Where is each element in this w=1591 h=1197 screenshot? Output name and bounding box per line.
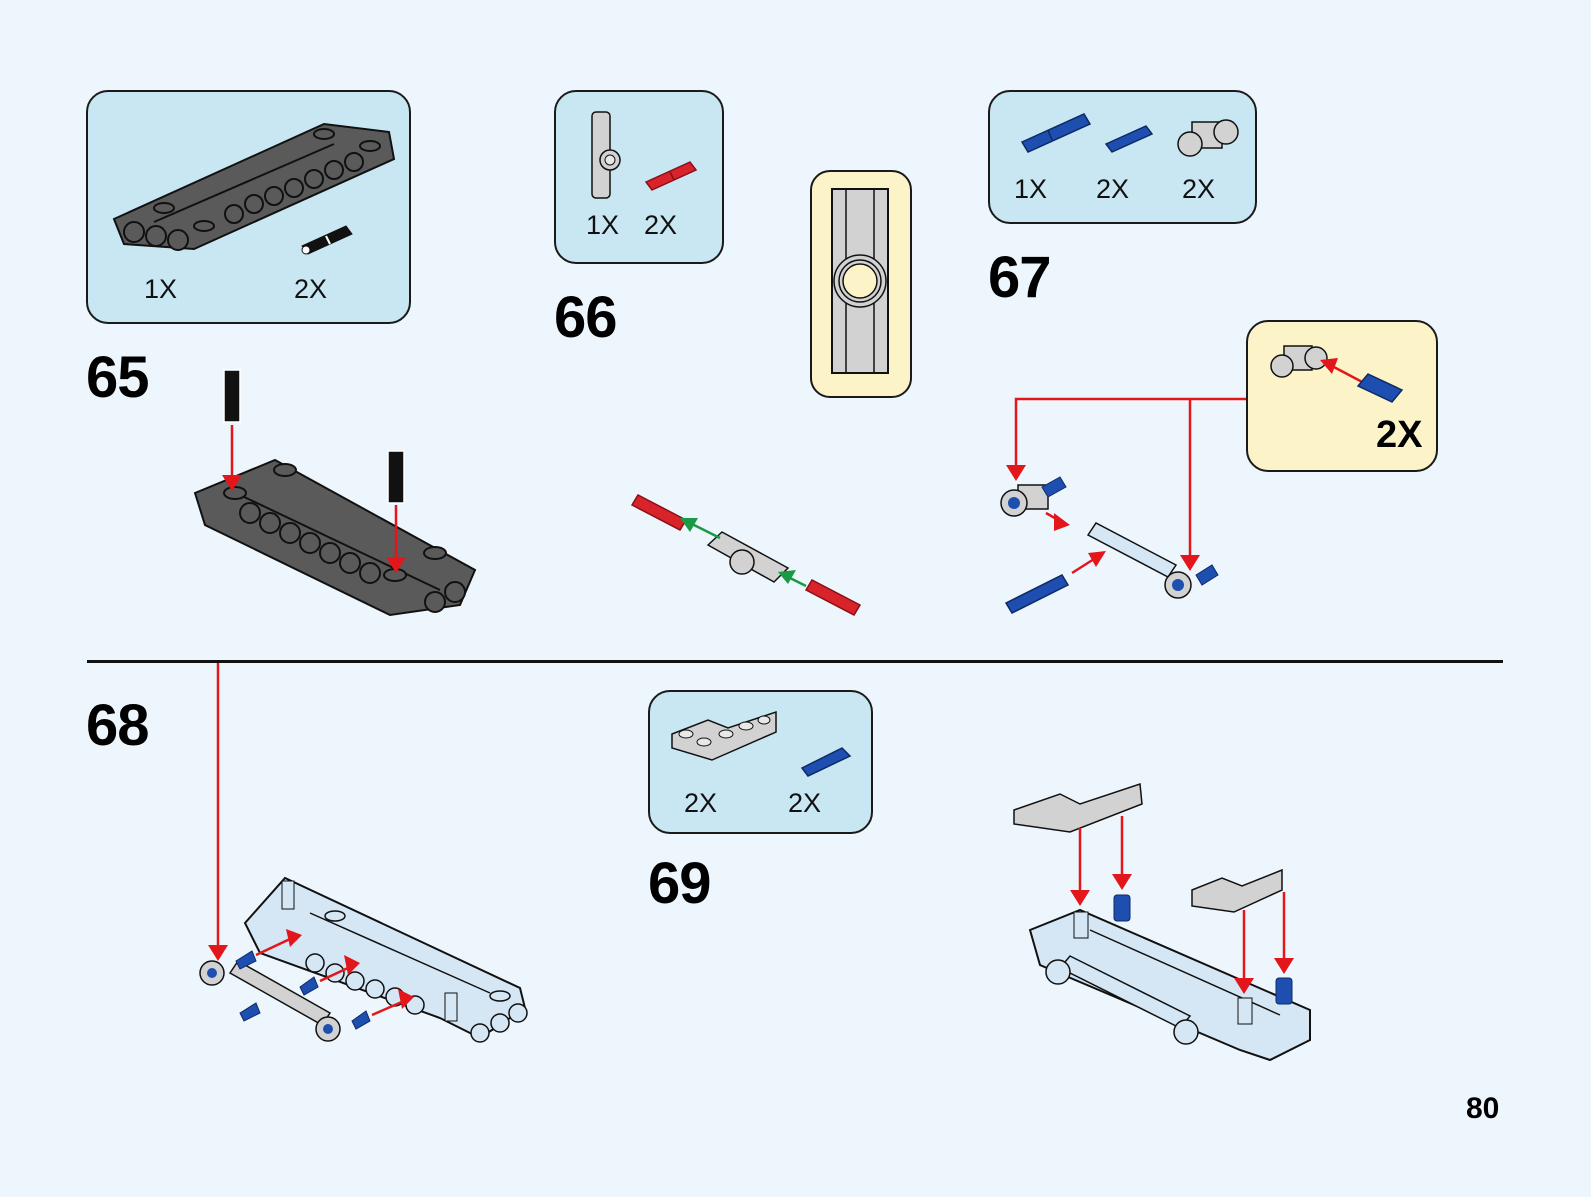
blue-axle-pin-icon xyxy=(800,747,852,777)
subassembly-qty: 2X xyxy=(1376,414,1423,456)
black-friction-pin xyxy=(387,450,405,504)
part-qty: 2X xyxy=(684,788,718,818)
red-axle xyxy=(630,494,688,531)
part-qty: 1X xyxy=(144,274,178,304)
part-qty: 2X xyxy=(1182,174,1216,204)
gray-cross-block-left xyxy=(1000,476,1067,517)
cross-block-with-pin-icon xyxy=(1270,345,1404,403)
gray-l-beam xyxy=(1013,782,1143,833)
part-qty: 2X xyxy=(644,210,678,240)
part-qty: 1X xyxy=(1014,174,1048,204)
page-number: 80 xyxy=(1466,1092,1500,1125)
gray-cross-block-icon xyxy=(1177,119,1239,157)
step-67-assembly xyxy=(1000,397,1246,614)
step-65-parts-box: 1X 2X xyxy=(86,90,411,324)
blue-axle-pin xyxy=(1275,977,1293,1005)
step-number: 69 xyxy=(648,851,712,916)
step-67-parts-box: 1X 2X 2X xyxy=(988,90,1257,224)
red-axle xyxy=(804,579,862,616)
step-66-orientation-callout xyxy=(810,170,912,398)
gray-connector-top-view-icon xyxy=(831,188,889,374)
step-67-subassembly-callout: 2X xyxy=(1246,320,1438,472)
step-66-assembly xyxy=(630,494,862,616)
gray-cross-block-right xyxy=(1164,564,1219,599)
blue-long-pin-icon xyxy=(1020,113,1092,153)
blue-axle-pin-icon xyxy=(1104,125,1154,153)
light-blue-connector xyxy=(1086,522,1178,578)
part-qty: 2X xyxy=(1096,174,1130,204)
step-number: 66 xyxy=(554,285,618,350)
blue-long-pin xyxy=(1004,574,1070,614)
step-number: 67 xyxy=(988,245,1052,310)
part-qty: 1X xyxy=(586,210,620,240)
gray-axle-connector xyxy=(228,960,332,1026)
gray-pin xyxy=(1073,911,1089,939)
step-69-parts-box: 2X 2X xyxy=(648,690,873,834)
step-number: 68 xyxy=(86,693,150,758)
gray-pin xyxy=(281,880,295,910)
dark-gray-panel-icon xyxy=(112,122,396,251)
step-66-parts-box: 1X 2X xyxy=(554,90,724,264)
part-qty: 2X xyxy=(788,788,822,818)
gray-l-beam xyxy=(1191,868,1283,913)
gray-axle-pin-connector-icon xyxy=(591,111,621,199)
black-friction-pin-icon xyxy=(301,225,353,255)
blue-axle-pin xyxy=(1113,894,1131,922)
gray-pin xyxy=(444,992,458,1022)
black-friction-pin xyxy=(223,369,241,423)
section-divider xyxy=(87,660,1503,663)
step-68-assembly xyxy=(199,663,528,1043)
step-number: 65 xyxy=(86,345,150,410)
part-qty: 2X xyxy=(294,274,328,304)
gray-axle-assembly xyxy=(1058,955,1192,1029)
step-69-assembly xyxy=(1013,782,1311,1062)
light-blue-panel xyxy=(1028,908,1311,1062)
gray-l-beam-icon xyxy=(671,710,777,761)
gray-pin xyxy=(1237,997,1253,1025)
step-65-assembly xyxy=(193,369,477,617)
red-axle-2-icon xyxy=(644,161,698,191)
